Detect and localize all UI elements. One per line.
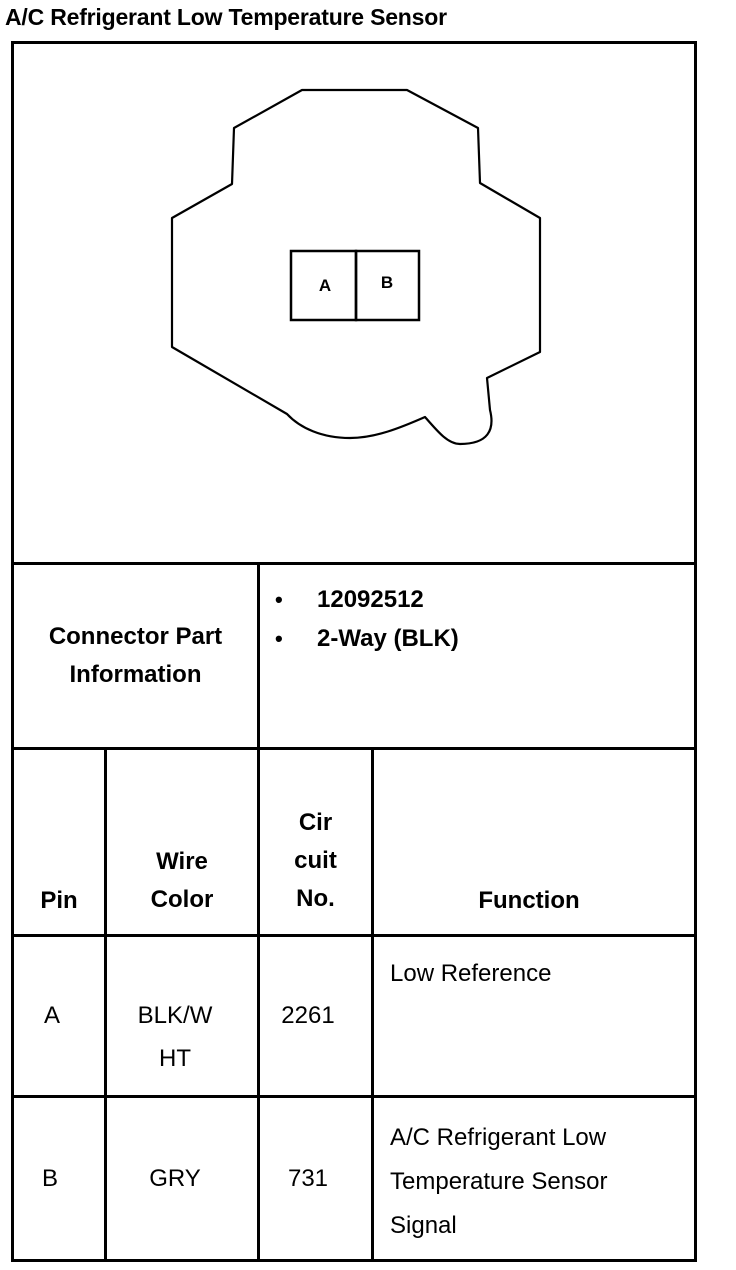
- row-b-pin: B: [41, 1165, 58, 1192]
- row-b-function-line2: Temperature Sensor: [390, 1168, 608, 1195]
- divider-partinfo-vertical: [257, 562, 260, 750]
- row-b-wire-color: GRY: [149, 1165, 201, 1192]
- pinout-frame: [11, 41, 697, 1262]
- part-info-item: • 2-Way (BLK): [275, 619, 459, 658]
- header-circuit-line3: No.: [296, 885, 335, 912]
- row-a-wire-color: BLK/W HT: [107, 997, 243, 1078]
- connector-outline: [170, 88, 542, 446]
- header-wire-color-line2: Color: [150, 886, 214, 913]
- divider-connector-bottom: [11, 562, 697, 565]
- header-function: Function: [478, 887, 580, 914]
- header-wire-color-line1: Wire: [156, 848, 208, 875]
- connector-face-drawing: A B: [170, 88, 542, 446]
- part-info-label-line2: Information: [69, 661, 202, 688]
- row-a-pin: A: [43, 1002, 60, 1029]
- divider-row-a-bottom: [11, 1095, 697, 1098]
- header-pin: Pin: [40, 887, 78, 914]
- header-circuit-line1: Cir: [298, 809, 333, 836]
- row-a-function: Low Reference: [390, 955, 690, 993]
- row-b-function: A/C Refrigerant Low Temperature Sensor S…: [390, 1116, 690, 1248]
- divider-col-circuit: [371, 747, 374, 1262]
- row-a-function-line1: Low Reference: [390, 960, 552, 987]
- row-a-wire-color-line2: HT: [159, 1045, 191, 1072]
- cavity-a-label: A: [319, 276, 331, 295]
- header-circuit-line2: cuit: [294, 847, 337, 874]
- divider-col-wire: [257, 747, 260, 1262]
- cavity-b-label: B: [381, 273, 393, 292]
- part-number: 12092512: [317, 586, 424, 613]
- page-title: A/C Refrigerant Low Temperature Sensor: [5, 4, 447, 30]
- row-b-function-line3: Signal: [390, 1212, 457, 1239]
- cavity-b-box: [354, 249, 421, 322]
- header-circuit-no: Cir cuit No.: [260, 804, 371, 918]
- part-info-item: • 12092512: [275, 580, 459, 619]
- header-wire-color: Wire Color: [107, 843, 257, 919]
- bullet-icon: •: [275, 626, 283, 651]
- row-a-circuit: 2261: [281, 1002, 335, 1029]
- row-a-wire-color-line1: BLK/W: [137, 1002, 213, 1029]
- bullet-icon: •: [275, 587, 283, 612]
- divider-header-bottom: [11, 934, 697, 937]
- row-b-circuit: 731: [287, 1165, 329, 1192]
- divider-col-pin: [104, 747, 107, 1262]
- part-info-label-line1: Connector Part: [48, 623, 223, 650]
- divider-partinfo-bottom: [11, 747, 697, 750]
- row-b-function-line1: A/C Refrigerant Low: [390, 1124, 607, 1151]
- connector-type: 2-Way (BLK): [317, 625, 459, 652]
- part-info-label: Connector Part Information: [14, 618, 257, 694]
- part-info-list: • 12092512 • 2-Way (BLK): [275, 580, 459, 658]
